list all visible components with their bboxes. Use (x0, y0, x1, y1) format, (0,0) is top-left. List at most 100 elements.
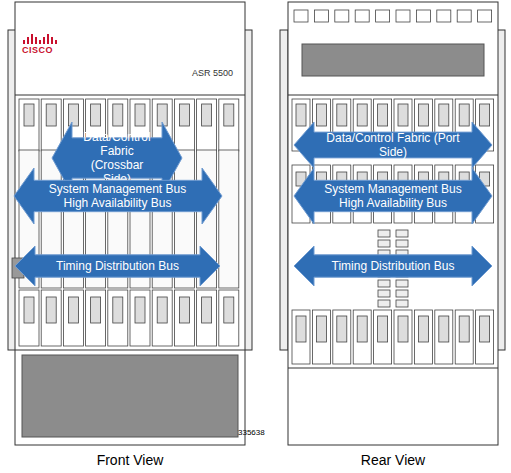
card-stroke (435, 310, 453, 364)
card-stroke (396, 240, 408, 247)
card-stroke (478, 10, 492, 22)
card-stroke (292, 310, 310, 364)
card-stroke (86, 290, 106, 346)
model-name: ASR 5500 (192, 68, 233, 78)
card-stroke (333, 310, 351, 364)
card-stroke (179, 104, 189, 126)
bus-label: Data/Control Fabric (Crossbar Side) (78, 130, 156, 186)
figure-number: 335638 (238, 428, 265, 437)
card-stroke (335, 10, 349, 22)
card-stroke (480, 104, 490, 126)
card-stroke (294, 10, 308, 22)
card-stroke (337, 316, 347, 342)
card-stroke (378, 230, 390, 237)
card-stroke (296, 104, 306, 126)
card-stroke (396, 290, 408, 297)
bus-arrow: Data/Control Fabric (Port Side) (294, 122, 492, 168)
bus-label: Timing Distribution Bus (332, 259, 455, 273)
card-stroke (19, 290, 39, 346)
card-stroke (396, 280, 408, 287)
card-stroke (398, 316, 408, 342)
card-stroke (396, 300, 408, 307)
card-stroke (378, 290, 390, 297)
card-stroke (219, 150, 239, 288)
bus-label: Data/Control Fabric (Port Side) (318, 131, 468, 159)
card-stroke (416, 10, 430, 22)
card-stroke (179, 297, 189, 323)
card-stroke (19, 99, 39, 151)
card-stroke (314, 10, 328, 22)
bus-arrow: System Management Bus High Availability … (294, 168, 492, 224)
card-stroke (46, 104, 56, 126)
card-stroke (224, 104, 234, 126)
card-stroke (394, 310, 412, 364)
card-stroke (455, 310, 473, 364)
card-stroke (68, 104, 78, 126)
card-stroke (91, 297, 101, 323)
bus-label: Timing Distribution Bus (56, 259, 179, 273)
card-stroke (396, 10, 410, 22)
card-stroke (174, 290, 194, 346)
card-stroke (476, 310, 494, 364)
card-stroke (219, 290, 239, 346)
bus-arrow: Timing Distribution Bus (15, 246, 220, 286)
card-stroke (202, 104, 212, 126)
card-stroke (418, 104, 428, 126)
card-stroke (378, 316, 388, 342)
card-stroke (296, 316, 306, 342)
bus-label: System Management Bus High Availability … (38, 182, 198, 210)
card-stroke (41, 290, 61, 346)
card-stroke (357, 316, 367, 342)
bus-arrow: Timing Distribution Bus (294, 246, 492, 286)
card-stroke (418, 316, 428, 342)
card-stroke (135, 104, 145, 126)
card-stroke (437, 10, 451, 22)
card-stroke (378, 240, 390, 247)
card-stroke (316, 104, 326, 126)
card-stroke (378, 300, 390, 307)
card-stroke (68, 297, 78, 323)
card-stroke (316, 316, 326, 342)
card-stroke (108, 290, 128, 346)
card-stroke (457, 10, 471, 22)
view-caption: Rear View (361, 452, 425, 468)
card-stroke (91, 104, 101, 126)
card-stroke (337, 104, 347, 126)
card-stroke (152, 290, 172, 346)
card-stroke (376, 10, 390, 22)
card-stroke (378, 280, 390, 287)
card-stroke (224, 297, 234, 323)
card-stroke (459, 104, 469, 126)
card-stroke (439, 104, 449, 126)
card-stroke (135, 297, 145, 323)
card-stroke (24, 297, 34, 323)
card-stroke (46, 297, 56, 323)
card-stroke (396, 230, 408, 237)
card-stroke (63, 290, 83, 346)
bus-arrow: System Management Bus High Availability … (14, 168, 222, 224)
card-stroke (174, 99, 194, 151)
card-stroke (197, 290, 217, 346)
view-caption: Front View (97, 452, 164, 468)
bus-label: System Management Bus High Availability … (318, 182, 468, 210)
card-stroke (24, 104, 34, 126)
card-stroke (374, 310, 392, 364)
card-stroke (197, 99, 217, 151)
card-stroke (130, 290, 150, 346)
brand-logo: CISCO (22, 45, 53, 55)
card-stroke (355, 10, 369, 22)
card-stroke (459, 316, 469, 342)
card-stroke (219, 99, 239, 151)
card-stroke (312, 310, 330, 364)
card-stroke (41, 99, 61, 151)
card-stroke (357, 104, 367, 126)
card-stroke (113, 297, 123, 323)
card-stroke (202, 297, 212, 323)
card-stroke (378, 104, 388, 126)
card-stroke (398, 104, 408, 126)
card-stroke (439, 316, 449, 342)
card-stroke (414, 310, 432, 364)
card-stroke (113, 104, 123, 126)
card-stroke (353, 310, 371, 364)
